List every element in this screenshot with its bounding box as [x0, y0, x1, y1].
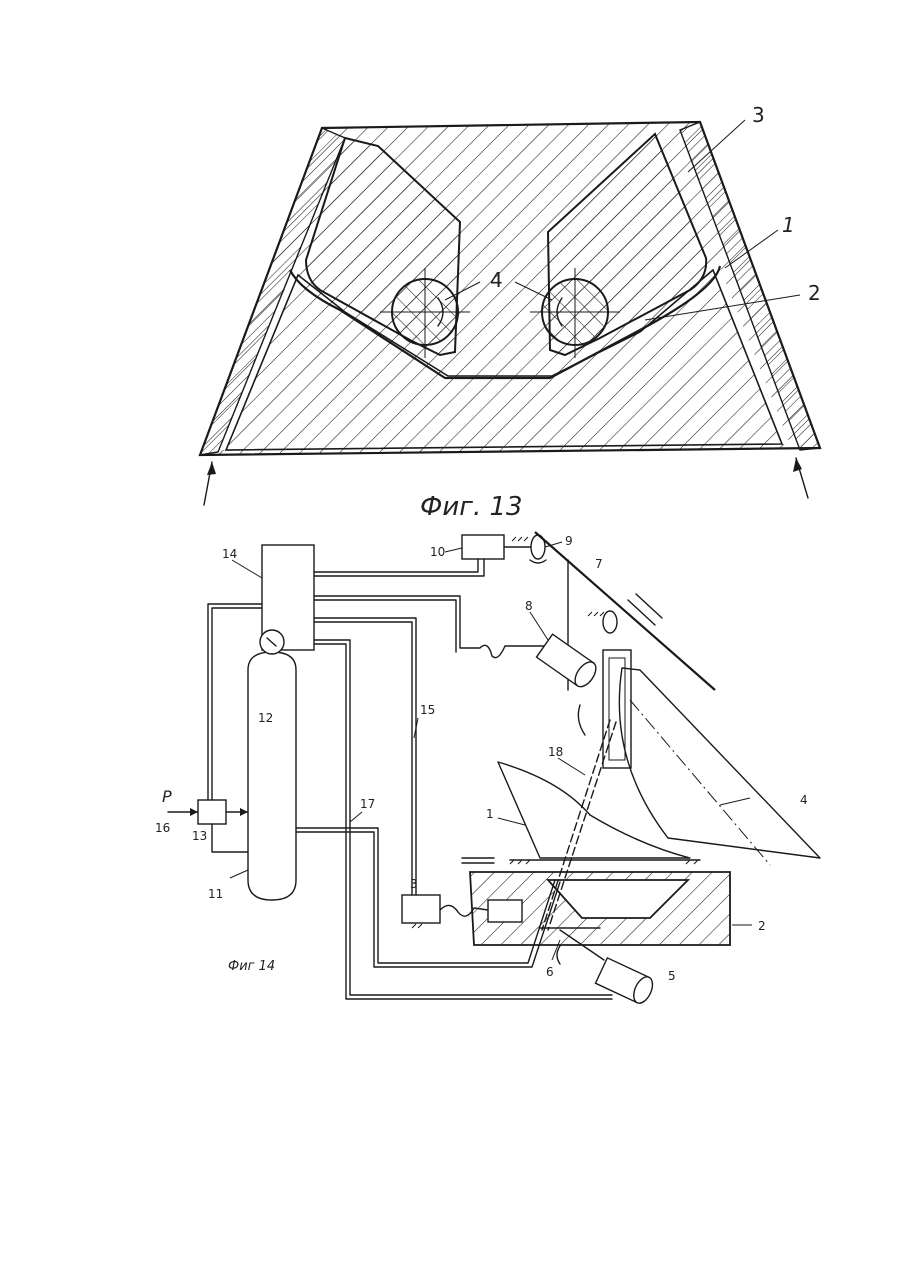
fig14-line-15a: [314, 618, 416, 895]
fig13-label-3: 3: [752, 103, 765, 127]
fig14-label-6: 6: [546, 965, 554, 979]
fig14-rot-5: [557, 946, 560, 964]
fig14-workpiece-4: [619, 668, 820, 858]
fig14-label-8: 8: [525, 599, 533, 613]
fig14-valve-13: [198, 800, 226, 824]
fig14-cylinder-11: [248, 652, 296, 900]
fig13-arrowhead-left: [207, 462, 216, 475]
fig14-bearing-lower: [588, 612, 604, 616]
fig14-label-16: 16: [155, 821, 170, 835]
fig14-label-2: 2: [758, 919, 766, 933]
fig14-line-15b: [314, 622, 412, 895]
fig14-leader-4: [720, 798, 750, 805]
fig14-leader-17: [350, 812, 362, 822]
fig14-arrowhead-16: [190, 808, 198, 816]
figure-14: 14 10 9 7 8 12 15 18 4 1 P 16 13 17 11 3…: [155, 532, 820, 1006]
fig14-unit-3-head: [488, 900, 522, 922]
fig14-axis-4: [630, 700, 770, 865]
fig14-label-5: 5: [668, 969, 676, 983]
fig14-label-18: 18: [548, 745, 563, 759]
fig14-leader-10: [445, 548, 462, 552]
fig14-label-12: 12: [258, 711, 273, 725]
fig14-part-1: [498, 762, 690, 858]
fig13-label-1: 1: [782, 213, 795, 237]
fig14-label-7: 7: [595, 557, 603, 571]
fig14-label-p: P: [162, 787, 172, 806]
fig14-label-3: 3: [410, 877, 418, 891]
fig13-label-2: 2: [808, 281, 821, 305]
fig13-label-4: 4: [490, 268, 503, 292]
fig14-leader-1: [498, 818, 525, 825]
fig14-leader-14: [232, 560, 262, 578]
fig14-leader-18: [558, 758, 585, 775]
fig14-label-9: 9: [565, 534, 573, 548]
fig14-line-14-10b: [314, 559, 484, 576]
fig14-label-13: 13: [192, 829, 207, 843]
fig14-ground-3: [412, 924, 422, 928]
fig14-label-17: 17: [360, 797, 375, 811]
fig14-rot-9: [530, 560, 546, 563]
fig13-caption: Фиг. 13: [420, 492, 523, 522]
fig14-bearing-9: [512, 537, 528, 541]
fig13-arrowhead-right: [793, 458, 802, 472]
fig14-line-14-8a: [314, 596, 545, 658]
fig14-line-14-10a: [314, 559, 478, 572]
fig14-valve-return: [212, 824, 248, 852]
fig14-roller-lower: [603, 611, 617, 633]
fig14-arrow-13-11: [240, 808, 248, 816]
fig14-label-1: 1: [486, 807, 494, 821]
figure-13: 3 1 2 4 Фиг. 13: [200, 103, 821, 522]
fig14-label-11: 11: [208, 887, 223, 901]
fig14-leader-11: [230, 870, 248, 878]
fig14-motion-arrow-a: [628, 600, 655, 625]
fig14-motion-arrow-b: [636, 594, 662, 618]
fig14-label-15: 15: [420, 703, 435, 717]
fig14-unit-10: [462, 535, 504, 559]
fig14-label-14: 14: [222, 547, 237, 561]
fig14-caption: Фиг 14: [228, 959, 275, 974]
fig14-rot-8: [578, 705, 585, 735]
fig14-label-10: 10: [430, 545, 445, 559]
fig14-leader-8: [530, 612, 548, 640]
fig14-label-4: 4: [800, 793, 808, 807]
fig14-unit-3: [402, 895, 440, 923]
